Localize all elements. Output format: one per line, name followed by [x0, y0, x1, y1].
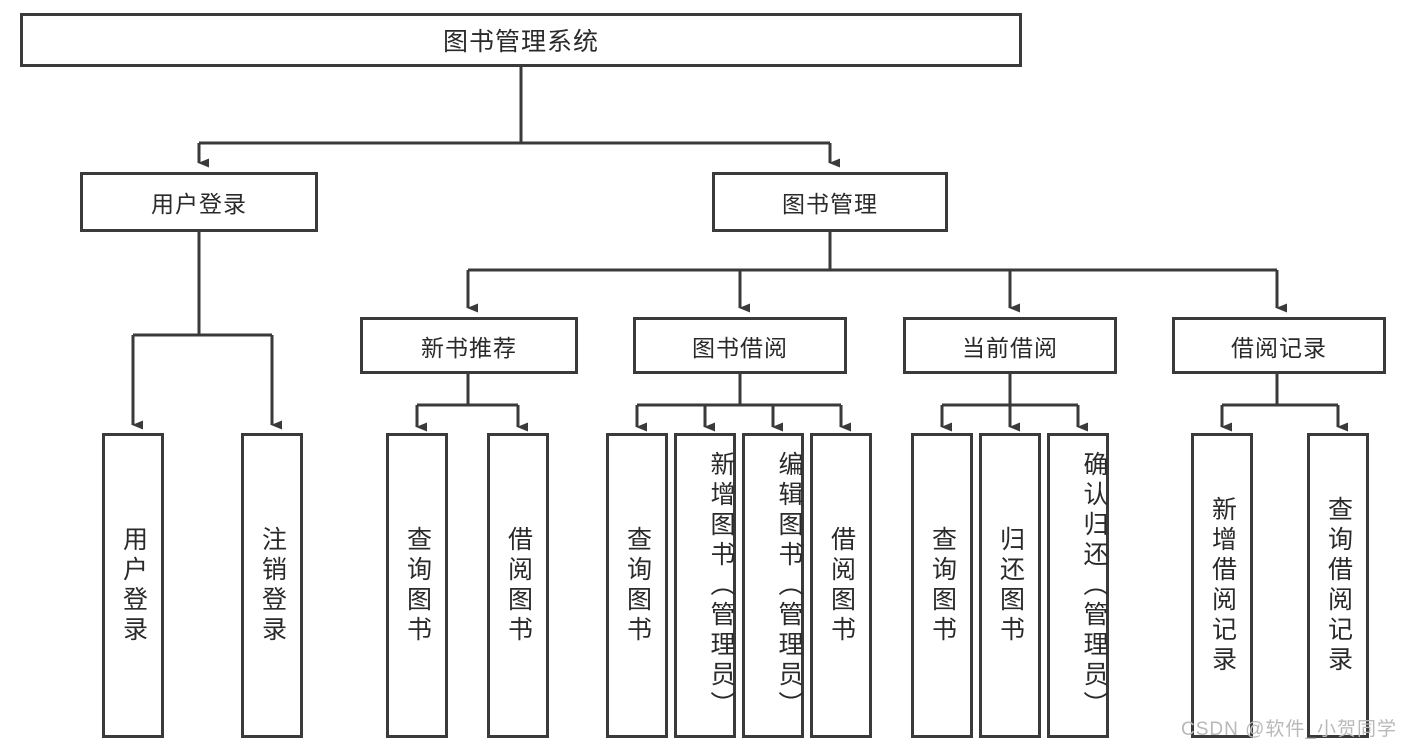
leaf-edit-book-admin[interactable]: 编辑图书（管理员）: [742, 433, 804, 738]
leaf-user-login[interactable]: 用户登录: [102, 433, 164, 738]
leaf-logout[interactable]: 注销登录: [241, 433, 303, 738]
node-root-system[interactable]: 图书管理系统: [20, 13, 1022, 67]
node-borrow-record[interactable]: 借阅记录: [1172, 317, 1386, 374]
leaf-query-book-recommend[interactable]: 查询图书: [386, 433, 448, 738]
leaf-label: 新增图书（管理员）: [707, 450, 735, 721]
leaf-borrow-book-recommend[interactable]: 借阅图书: [487, 433, 549, 738]
leaf-label: 查询图书: [623, 525, 652, 646]
leaf-label: 用户登录: [119, 525, 148, 646]
leaf-query-book-current[interactable]: 查询图书: [911, 433, 973, 738]
leaf-add-borrow-record[interactable]: 新增借阅记录: [1191, 433, 1253, 738]
leaf-borrow-book[interactable]: 借阅图书: [810, 433, 872, 738]
leaf-label: 借阅图书: [504, 525, 533, 646]
node-user-login[interactable]: 用户登录: [80, 172, 318, 232]
leaf-label: 新增借阅记录: [1208, 495, 1237, 676]
csdn-watermark: CSDN @软件_小贺同学: [1181, 719, 1397, 740]
node-book-manage[interactable]: 图书管理: [712, 172, 948, 232]
leaf-label: 注销登录: [258, 525, 287, 646]
leaf-return-book[interactable]: 归还图书: [979, 433, 1041, 738]
leaf-query-borrow-record[interactable]: 查询借阅记录: [1307, 433, 1369, 738]
leaf-label: 确认归还（管理员）: [1080, 450, 1108, 721]
leaf-label: 查询借阅记录: [1324, 495, 1353, 676]
leaf-label: 借阅图书: [827, 525, 856, 646]
leaf-label: 查询图书: [403, 525, 432, 646]
leaf-confirm-return-admin[interactable]: 确认归还（管理员）: [1047, 433, 1109, 738]
leaf-label: 查询图书: [928, 525, 957, 646]
node-new-book-recommend[interactable]: 新书推荐: [360, 317, 578, 374]
leaf-query-book-borrow[interactable]: 查询图书: [606, 433, 668, 738]
node-current-borrow[interactable]: 当前借阅: [903, 317, 1117, 374]
leaf-label: 编辑图书（管理员）: [775, 450, 803, 721]
leaf-label: 归还图书: [996, 525, 1025, 646]
leaf-add-book-admin[interactable]: 新增图书（管理员）: [674, 433, 736, 738]
node-book-borrow[interactable]: 图书借阅: [633, 317, 847, 374]
